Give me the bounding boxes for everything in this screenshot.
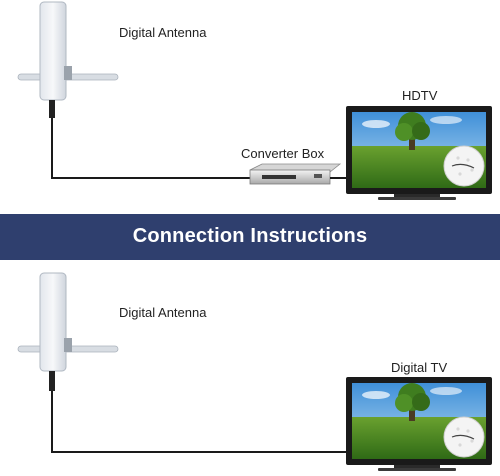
banner-title: Connection Instructions — [132, 225, 368, 247]
antenna-icon — [17, 272, 119, 391]
converter-box-icon — [249, 163, 342, 185]
section-banner — [0, 214, 500, 260]
antenna-icon — [17, 1, 119, 118]
tv-icon — [346, 377, 492, 471]
golf-ball-icon — [443, 416, 485, 458]
golf-ball-icon — [443, 145, 485, 187]
converter-box-label: Converter Box — [241, 146, 325, 161]
cable-icon — [51, 391, 352, 453]
antenna-label: Digital Antenna — [119, 305, 207, 320]
antenna-label: Digital Antenna — [119, 25, 207, 40]
tv-label: Digital TV — [391, 360, 448, 375]
tv-icon — [346, 106, 492, 200]
tv-label: HDTV — [402, 88, 438, 103]
cable-icon — [51, 118, 252, 179]
